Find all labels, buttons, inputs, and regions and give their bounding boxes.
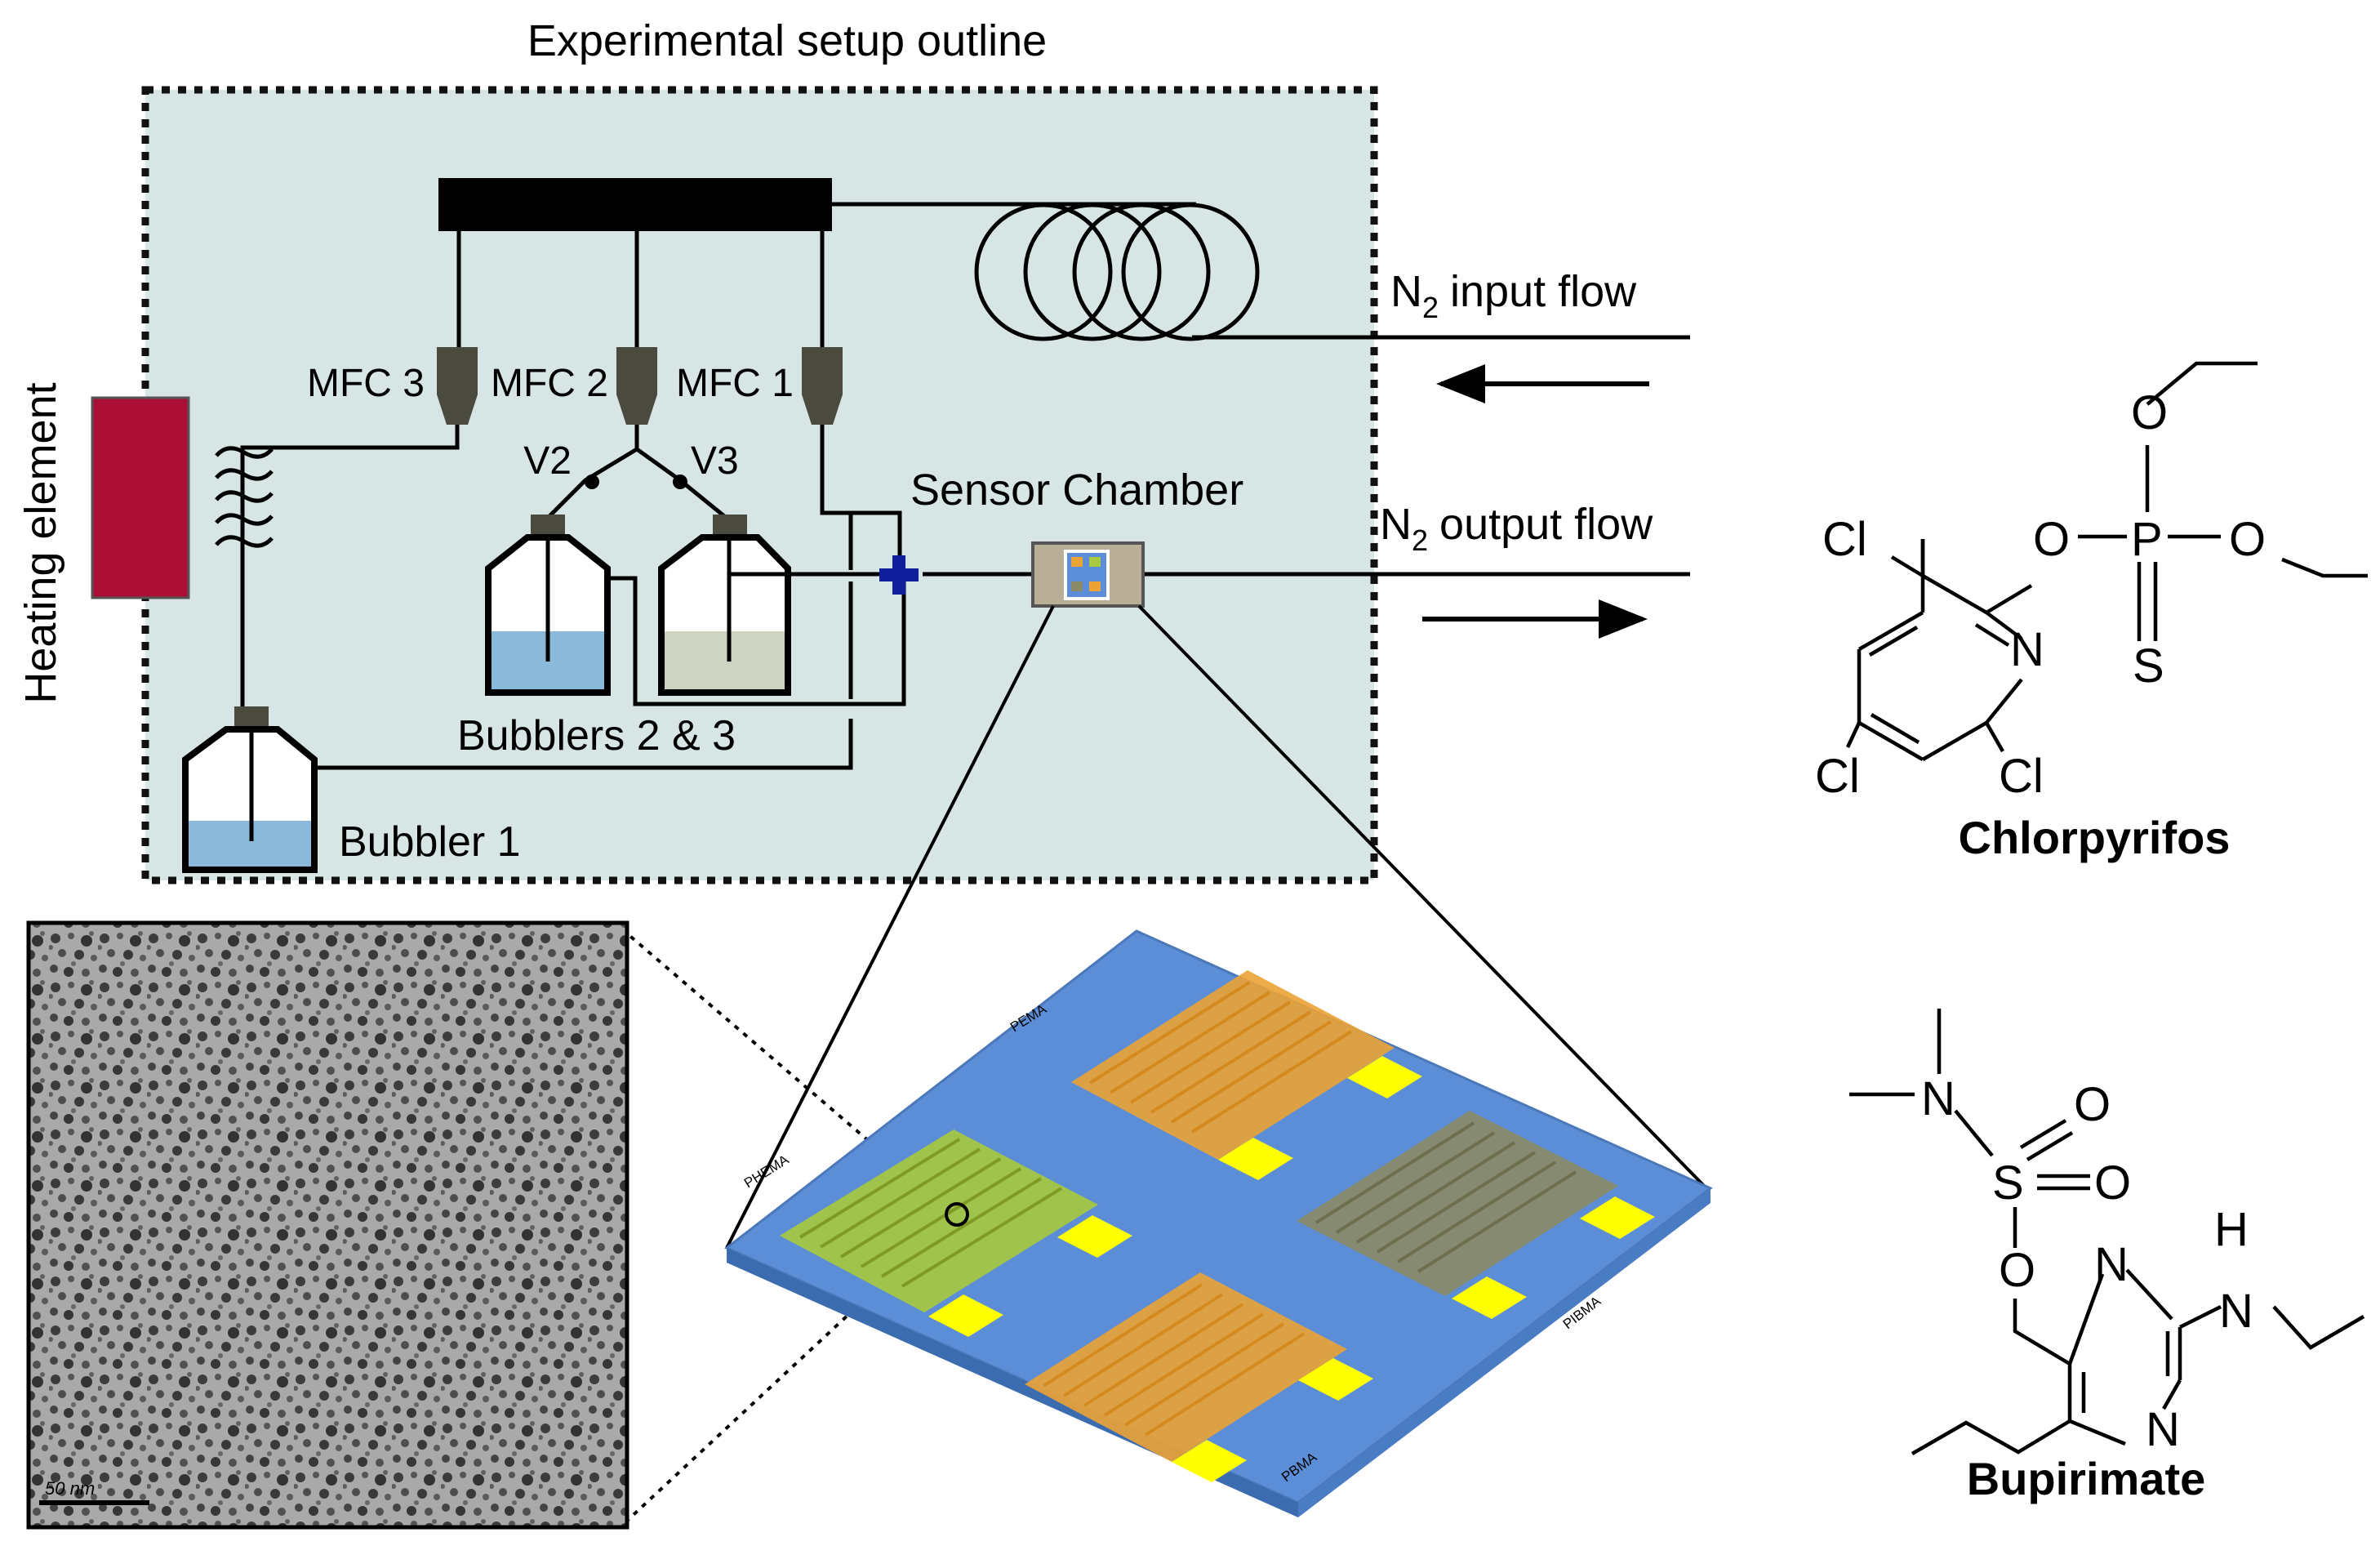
mfc-1-label: MFC 1 — [676, 362, 794, 405]
valve-v2 — [585, 474, 599, 489]
mfc-3-label: MFC 3 — [307, 362, 425, 405]
bubbler-1-label: Bubbler 1 — [339, 818, 521, 866]
bupirimate-o-top: O — [2074, 1078, 2111, 1131]
bupirimate-s: S — [1992, 1156, 2024, 1210]
bupirimate-o-ester: O — [1999, 1244, 2035, 1297]
bupirimate-h: H — [2214, 1203, 2249, 1256]
bupirimate-o-mid: O — [2094, 1156, 2131, 1210]
bupirimate-n-amine: N — [1921, 1072, 1955, 1125]
chlorpyrifos-structure: Cl Cl Cl N O P O O S Chlorpyrifos — [1815, 361, 2368, 863]
bubblers-2-3-label: Bubblers 2 & 3 — [457, 712, 736, 760]
sensor-pema — [1071, 970, 1422, 1180]
chlorpyrifos-cl-right: Cl — [1999, 750, 2044, 803]
chlorpyrifos-bonds — [1845, 361, 2368, 761]
setup-title: Experimental setup outline — [527, 16, 1047, 65]
bubbler-3 — [658, 515, 791, 696]
chlorpyrifos-o-right: O — [2229, 513, 2266, 566]
valve-v3-label: V3 — [691, 439, 739, 483]
chlorpyrifos-cl-top: Cl — [1822, 513, 1867, 566]
sensor-chip: PEMA PHEMA PIBMA PBMA — [724, 929, 1713, 1517]
bupirimate-name: Bupirimate — [1967, 1453, 2206, 1504]
bupirimate-bonds — [1849, 1009, 2365, 1455]
mfc-tubing — [456, 231, 825, 351]
sensor-chamber — [1031, 541, 1145, 608]
bupirimate-n-ring-top: N — [2094, 1238, 2129, 1291]
tem-micrograph: 50 nm — [26, 920, 629, 1530]
scale-bar-label: 50 nm — [45, 1478, 95, 1499]
bubbler-1 — [182, 706, 318, 873]
bupirimate-structure: N S O O O N N H N Bupirimate — [1849, 1009, 2365, 1504]
chlorpyrifos-p: P — [2131, 513, 2163, 566]
sensor-pbma — [1025, 1272, 1373, 1482]
sensor-label-phema: PHEMA — [741, 1152, 792, 1191]
sensor-chamber-label: Sensor Chamber — [910, 466, 1243, 515]
bupirimate-n-ring-bottom: N — [2146, 1403, 2180, 1456]
sensor-phema — [780, 1129, 1132, 1337]
mixing-cross-valve — [879, 555, 919, 595]
tem-sample-spot — [945, 1202, 969, 1227]
valve-v3 — [673, 474, 687, 489]
mfc-2 — [616, 347, 657, 425]
gas-line-coil — [832, 202, 1690, 341]
bupirimate-n-ethyl: N — [2219, 1285, 2253, 1338]
chlorpyrifos-s: S — [2133, 639, 2164, 693]
heater-coil — [215, 446, 274, 548]
gas-manifold — [438, 178, 832, 231]
heating-element — [91, 396, 190, 599]
chlorpyrifos-n: N — [2010, 623, 2044, 676]
chlorpyrifos-name: Chlorpyrifos — [1959, 812, 2231, 863]
chlorpyrifos-o-top: O — [2131, 386, 2168, 439]
mfc-3 — [437, 347, 478, 425]
experimental-setup: Experimental setup outline Heating eleme… — [16, 16, 1690, 884]
mfc-2-label: MFC 2 — [491, 362, 608, 405]
heating-element-label: Heating element — [16, 382, 65, 703]
sensor-pibma — [1297, 1111, 1655, 1319]
valve-v2-label: V2 — [523, 439, 572, 483]
chlorpyrifos-o-ring: O — [2033, 513, 2070, 566]
chlorpyrifos-cl-left: Cl — [1815, 750, 1860, 803]
mfc-1 — [802, 347, 843, 425]
scale-bar — [39, 1500, 149, 1505]
bubbler-2 — [485, 515, 611, 696]
